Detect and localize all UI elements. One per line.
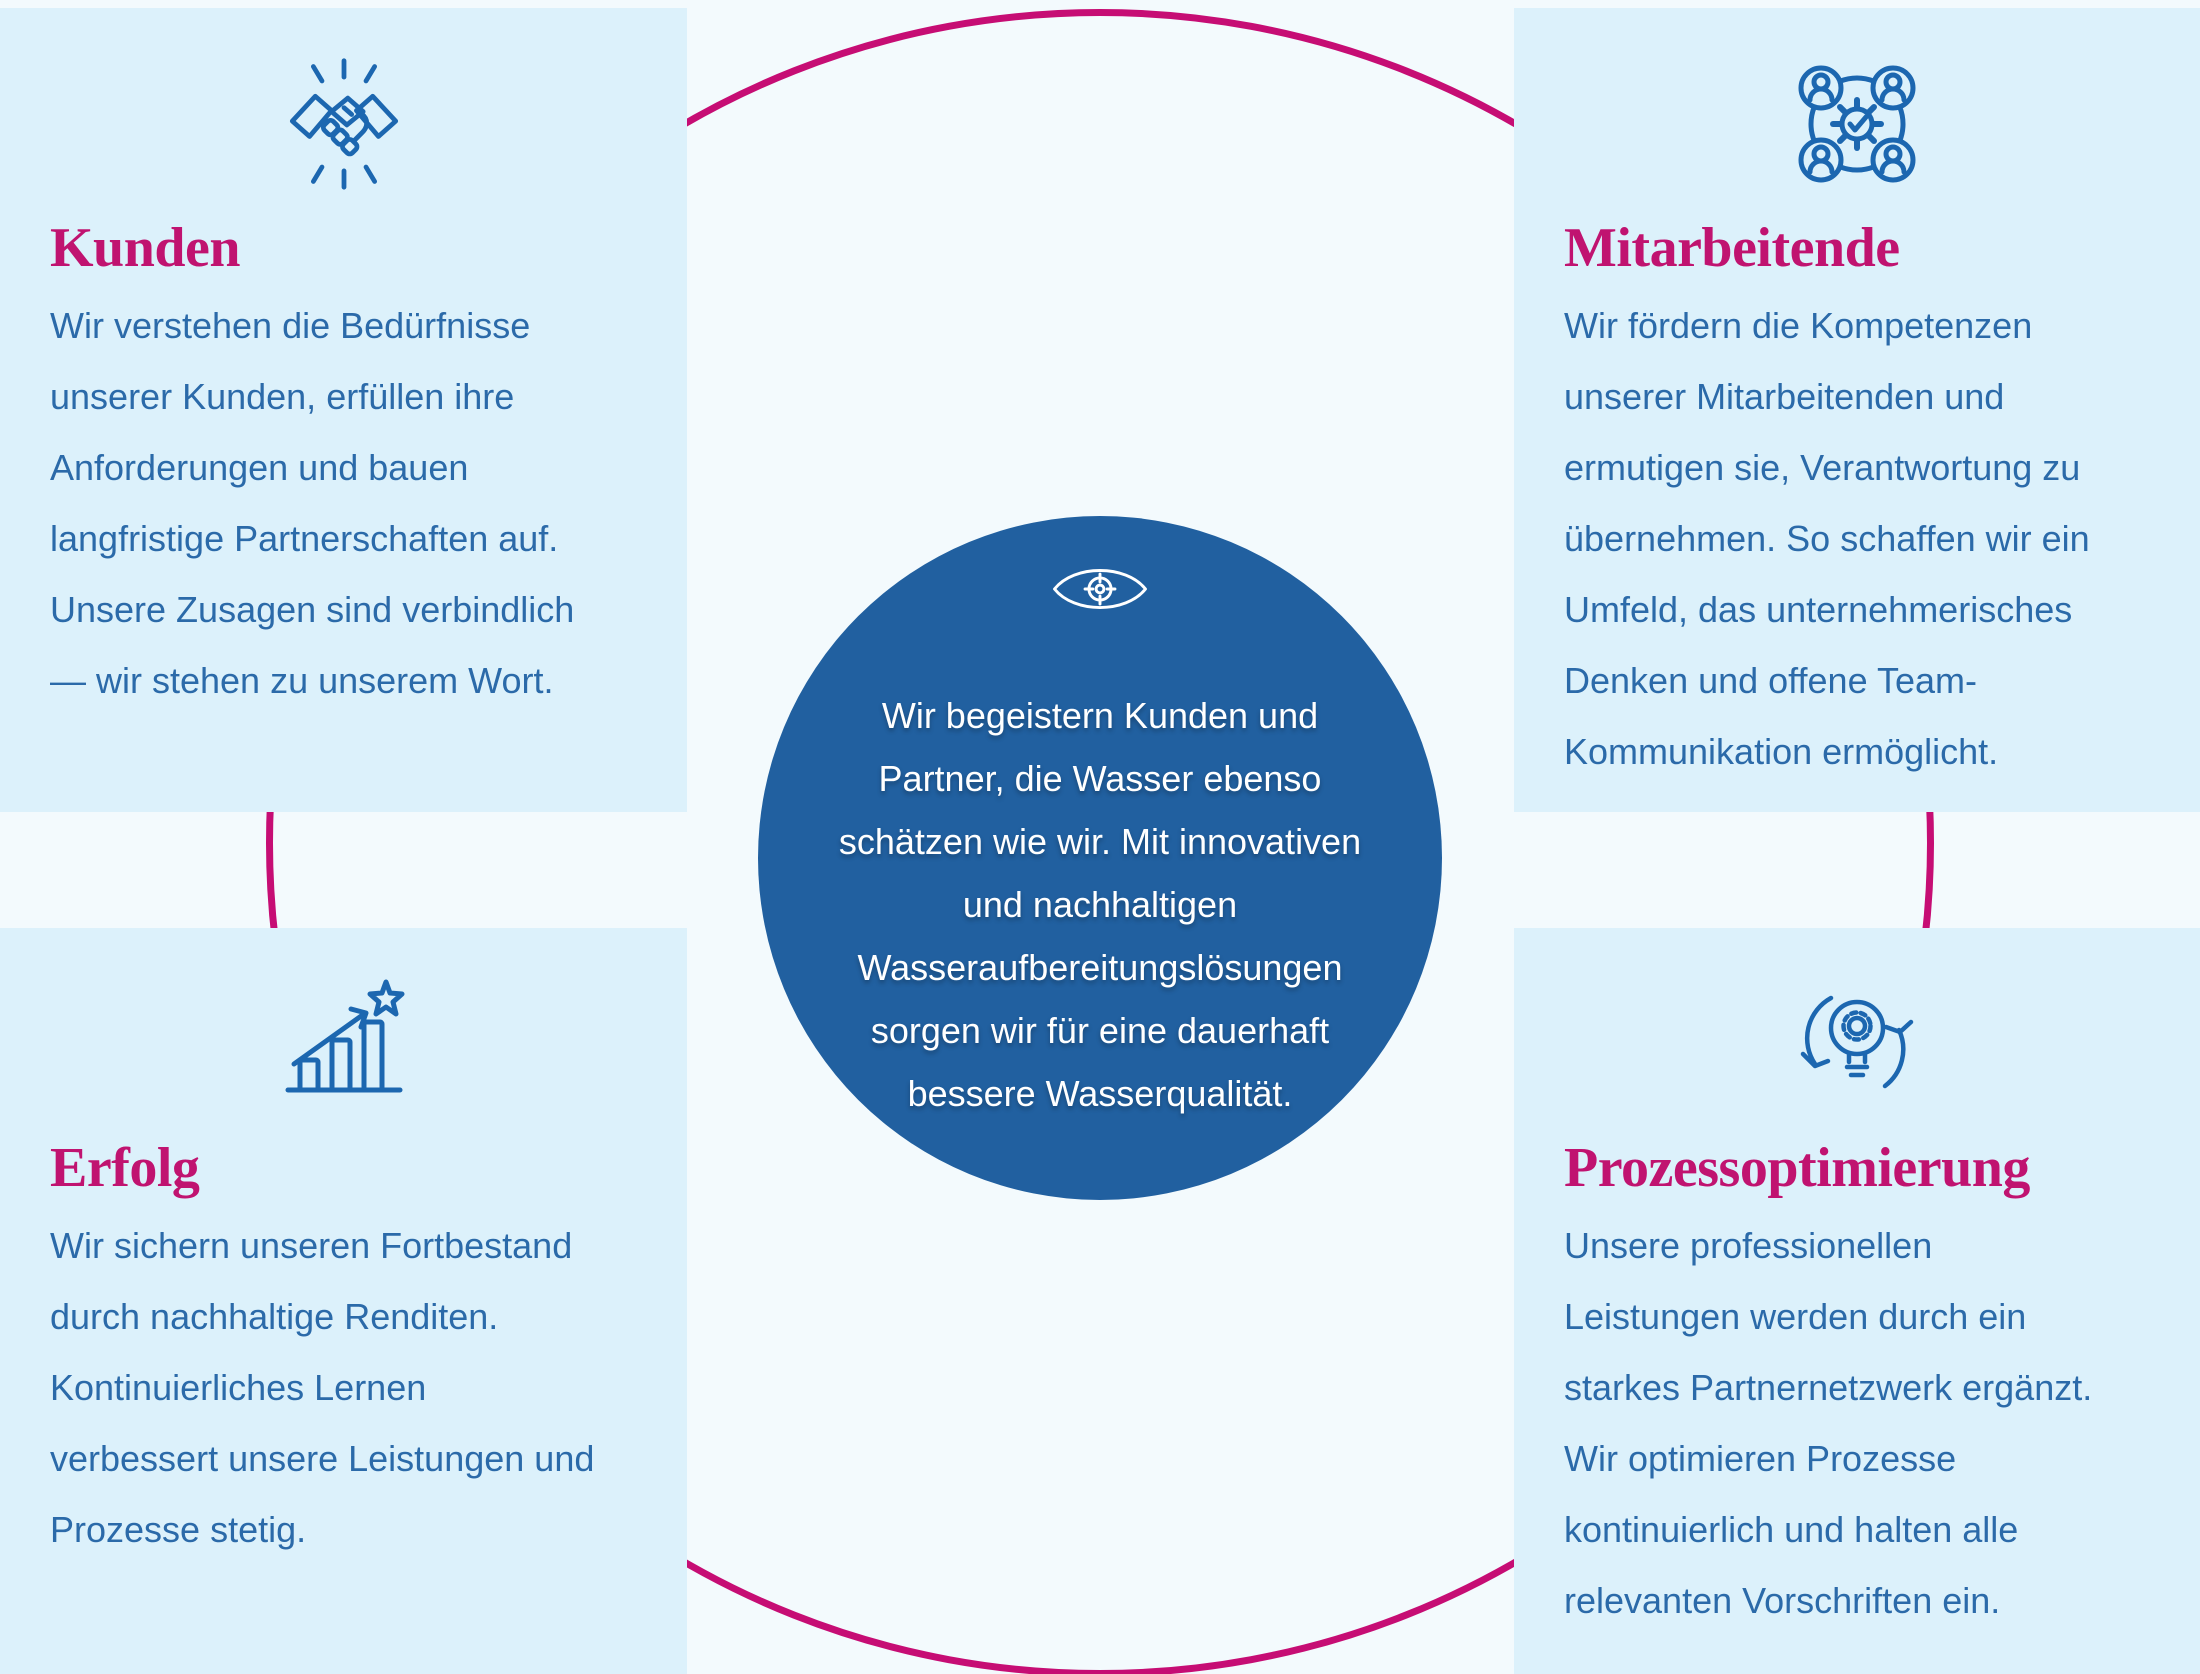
quadrant-body: Wir fördern die Kompetenzen unserer Mita… <box>1564 305 2090 772</box>
values-ring <box>266 9 1934 1674</box>
quadrant-prozessoptimierung: Prozessoptimierung Unsere professionelle… <box>1514 928 2200 1674</box>
quadrant-title: Mitarbeitende <box>1564 217 1900 279</box>
vision-statement: Wir begeistern Kunden und Partner, die W… <box>838 694 1362 1114</box>
quadrant-title: Kunden <box>50 217 241 279</box>
handshake-icon <box>277 52 411 196</box>
quadrant-erfolg: Erfolg Wir sichern unseren Fortbestand d… <box>0 928 687 1674</box>
quadrant-body: Wir sichern unseren Fortbestand durch na… <box>50 1225 595 1550</box>
quadrant-body: Unsere professionellen Leistungen werden… <box>1564 1225 2093 1621</box>
team-gear-icon <box>1787 54 1927 194</box>
process-cycle-icon <box>1787 974 1927 1114</box>
quadrant-body: Wir verstehen die Bedürfnisse unserer Ku… <box>50 305 575 701</box>
eye-target-icon <box>1048 556 1152 622</box>
growth-chart-icon <box>274 974 414 1114</box>
quadrant-title: Prozessoptimierung <box>1564 1137 2030 1199</box>
quadrant-mitarbeitende: Mitarbeitende Wir fördern die Kompetenze… <box>1514 8 2200 812</box>
quadrant-kunden: Kunden Wir verstehen die Bedürfnisse uns… <box>0 8 687 812</box>
vision-circle: Wir begeistern Kunden und Partner, die W… <box>758 516 1442 1200</box>
quadrant-title: Erfolg <box>50 1137 200 1199</box>
